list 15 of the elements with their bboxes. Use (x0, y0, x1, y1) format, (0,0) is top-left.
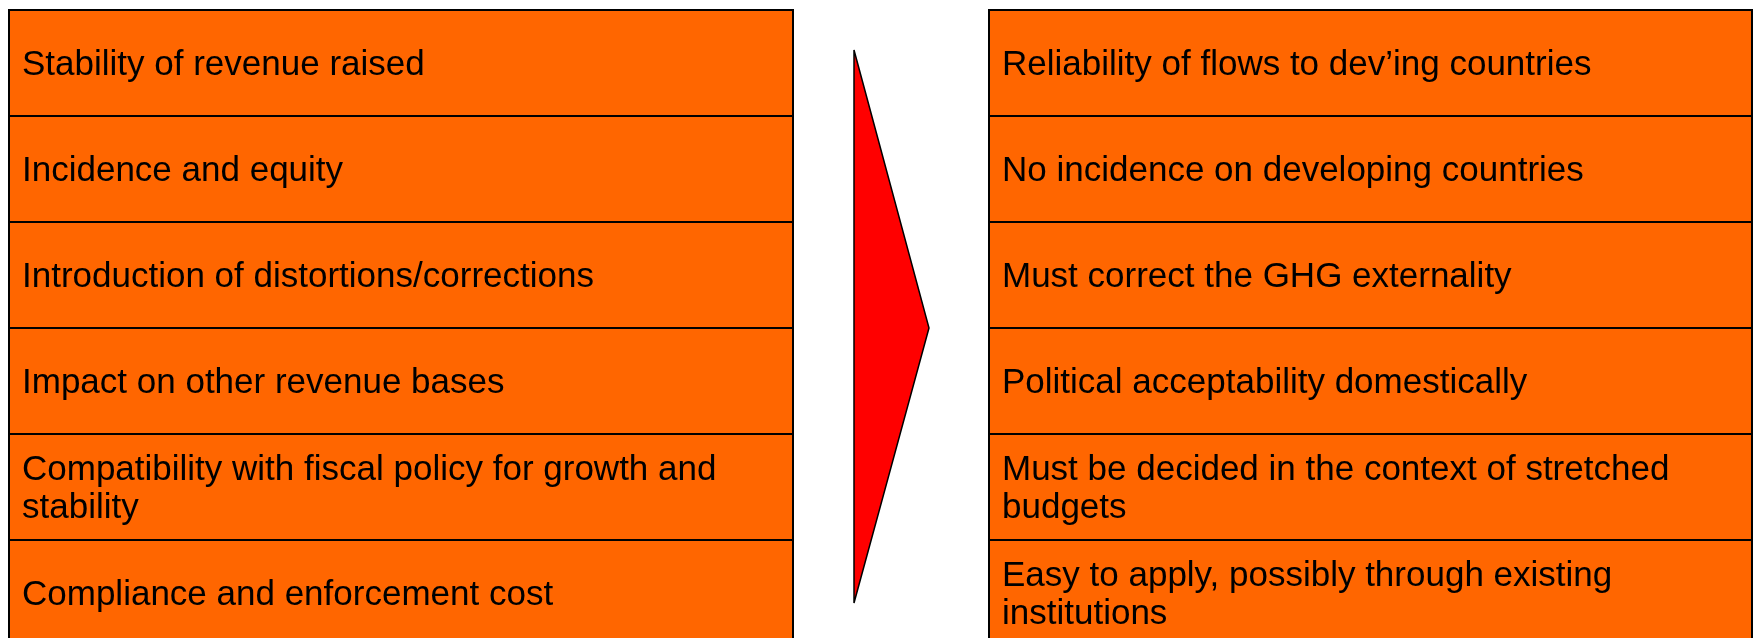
criterion-text: Must be decided in the context of stretched budgets (1002, 448, 1671, 526)
criterion-text: Political acceptability domestically (1002, 361, 1529, 401)
criterion-text: Reliability of flows to dev’ing countries (1002, 43, 1593, 83)
column-panel (8, 9, 794, 638)
criterion-text: Compatibility with fiscal policy for growth and stability (22, 448, 718, 526)
criterion-text: Easy to apply, possibly through existing institutions (1002, 554, 1614, 632)
column-panel (988, 9, 1753, 638)
criterion-text: Impact on other revenue bases (22, 361, 506, 401)
criterion-text: Introduction of distortions/corrections (22, 255, 595, 295)
criterion-text: Stability of revenue raised (22, 43, 426, 83)
chevron-arrow (853, 49, 930, 604)
criterion-text: Must correct the GHG externality (1002, 255, 1513, 295)
criterion-text: No incidence on developing countries (1002, 149, 1585, 189)
criterion-text: Incidence and equity (22, 149, 345, 189)
criterion-text: Compliance and enforcement cost (22, 573, 555, 613)
